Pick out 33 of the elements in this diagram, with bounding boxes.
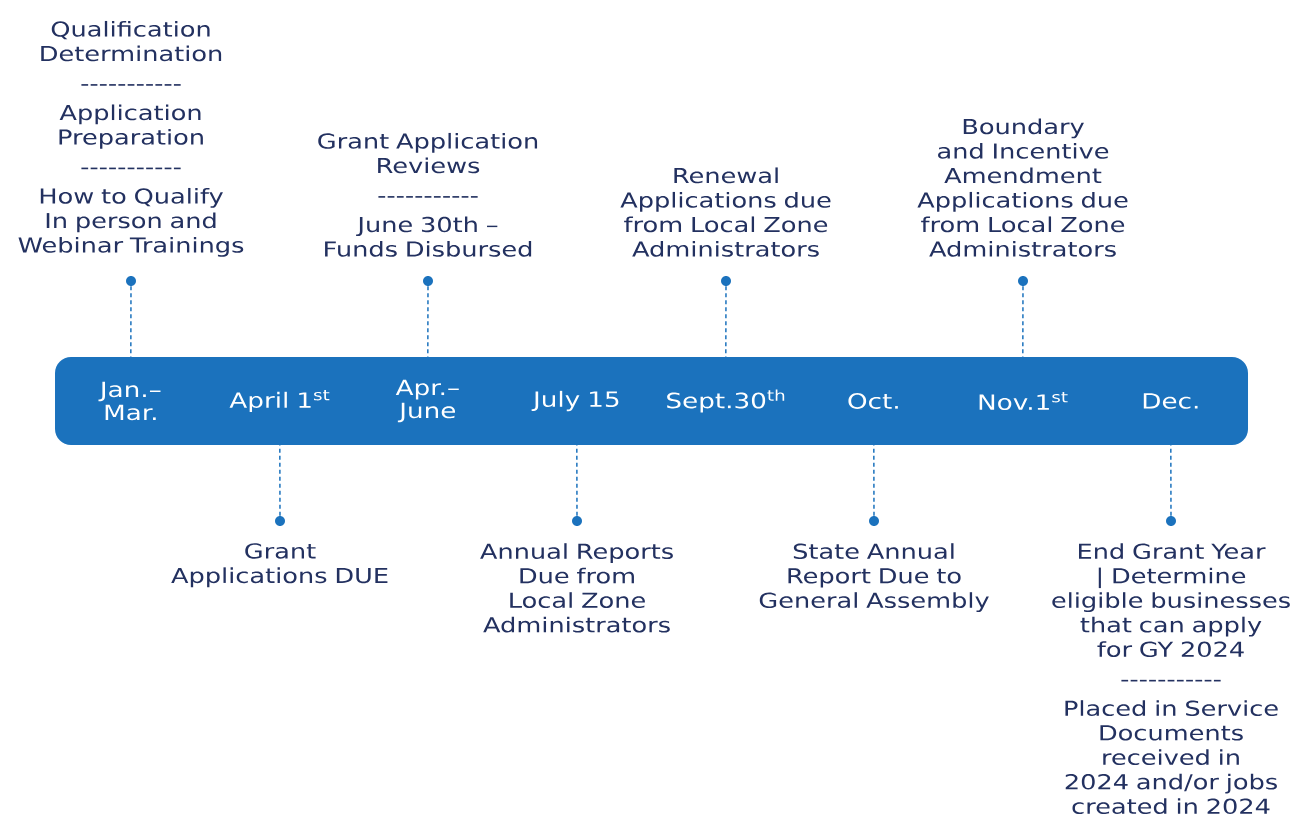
- event-text: Placed in Service Documents received in 2024 and/or jobs created in 2024: [1065, 700, 1278, 815]
- event-text: Annual Reports Due from Local Zone Administrators: [480, 543, 673, 633]
- month-label: Nov.1$^{st}$: [979, 391, 1068, 411]
- month-label: Sept.30$^{th}$: [667, 389, 785, 413]
- dotted-connector: [1022, 285, 1024, 358]
- month-label: Apr.– June: [395, 379, 459, 423]
- dotted-connector: [1170, 444, 1172, 517]
- month-label: April 1$^{st}$: [229, 389, 330, 413]
- dotted-connector: [279, 444, 281, 517]
- dotted-connector: [427, 285, 429, 358]
- event-text: Boundary and Incentive Amendment Applications due from Local Zone Administrators: [917, 118, 1128, 257]
- event-text: Grant Application Reviews: [318, 132, 538, 174]
- month-label: Oct.: [848, 393, 898, 409]
- dash-separator: -----------: [378, 196, 478, 198]
- event-text: Grant Applications DUE: [171, 543, 388, 588]
- event-text: June 30th – Funds Disbursed: [325, 216, 532, 257]
- month-label: Dec.: [1143, 393, 1198, 409]
- dash-separator: -----------: [1121, 679, 1221, 682]
- dotted-connector: [873, 444, 875, 517]
- timeline-bar: [55, 357, 1248, 445]
- event-text: Application Preparation: [59, 104, 203, 149]
- dotted-connector: [725, 285, 727, 358]
- dash-separator: -----------: [81, 167, 181, 170]
- event-text: Qualification Determination: [41, 20, 222, 62]
- month-label: July 15: [531, 390, 619, 412]
- event-text: How to Qualify In person and Webinar Trainings: [18, 187, 244, 257]
- dash-separator: -----------: [81, 84, 181, 86]
- dotted-connector: [130, 285, 132, 358]
- event-text: End Grant Year | Determine eligible businesses that can apply for GY 2024: [1052, 543, 1290, 658]
- event-text: Renewal Applications due from Local Zone Administrators: [620, 167, 831, 257]
- dotted-connector: [576, 444, 578, 517]
- event-text: State Annual Report Due to General Assembly: [759, 543, 989, 613]
- month-label: Jan.– Mar.: [98, 381, 161, 421]
